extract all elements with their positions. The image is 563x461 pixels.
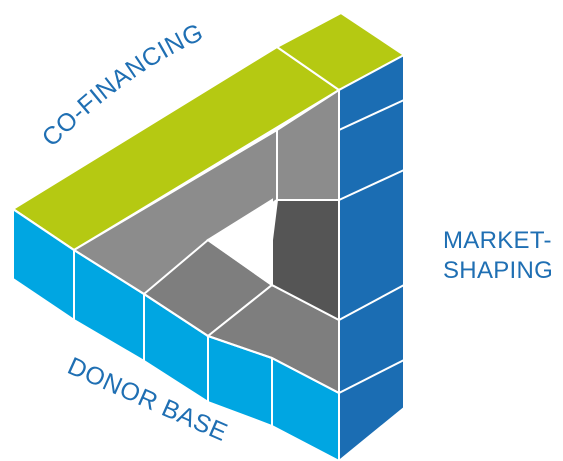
center-hole [206,198,273,287]
cube-edge [338,284,405,321]
cube-edge [12,208,75,251]
cube-edge [143,293,209,337]
cube-edge [338,169,405,201]
cube-edge [73,249,145,295]
cube-edge [271,357,340,394]
cube-edge [338,359,405,394]
cube-group [11,11,406,461]
market-shaping-label-line1: MARKET- [443,227,552,254]
market-shaping-label-line2: SHAPING [443,257,554,284]
cube-edge [207,335,273,359]
cube-edge [338,99,405,131]
